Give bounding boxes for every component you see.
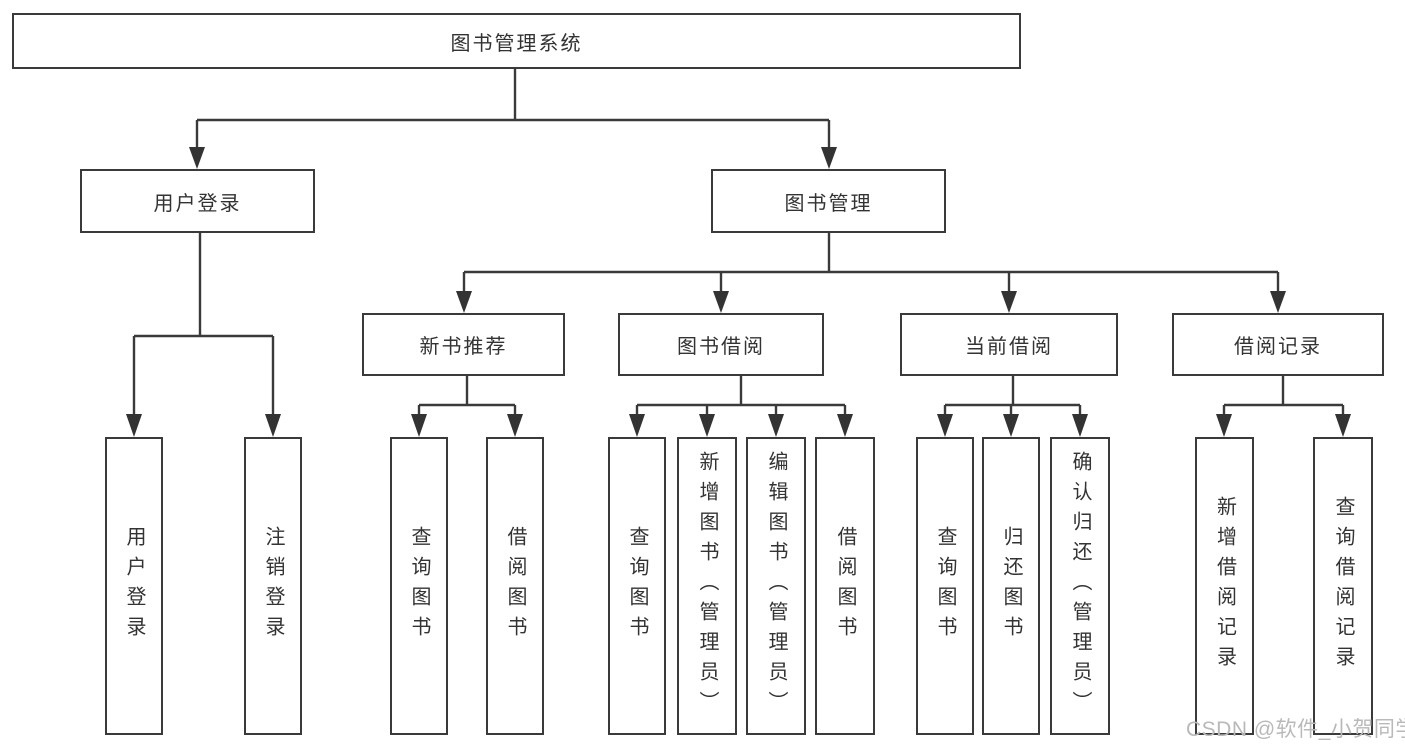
node-book-management-label: 图书管理 <box>784 192 873 215</box>
leaf-query-borrow-record-label: 查询借阅记录 <box>1332 496 1354 676</box>
leaf-query-books-recommend: 查询图书 <box>390 437 448 735</box>
leaf-borrow-books-borrow-label: 借阅图书 <box>834 526 856 646</box>
leaf-borrow-books-recommend: 借阅图书 <box>486 437 544 735</box>
leaf-add-book-admin: 新增图书（管理员） <box>677 437 737 735</box>
leaf-user-login: 用户登录 <box>105 437 163 735</box>
csdn-watermark: CSDN @软件_小贺同学 <box>1186 718 1405 741</box>
node-book-borrow-label: 图书借阅 <box>677 336 765 358</box>
node-root: 图书管理系统 <box>12 13 1021 69</box>
node-current-borrow: 当前借阅 <box>900 313 1118 376</box>
leaf-add-book-admin-label: 新增图书（管理员） <box>696 451 718 721</box>
node-book-management: 图书管理 <box>711 169 946 233</box>
node-current-borrow-label: 当前借阅 <box>965 336 1053 358</box>
leaf-user-login-label: 用户登录 <box>123 526 145 646</box>
node-borrow-records-label: 借阅记录 <box>1234 336 1322 358</box>
leaf-add-borrow-record: 新增借阅记录 <box>1195 437 1254 735</box>
leaf-add-borrow-record-label: 新增借阅记录 <box>1213 496 1236 676</box>
leaf-query-books-borrow-label: 查询图书 <box>626 526 648 646</box>
leaf-borrow-books-recommend-label: 借阅图书 <box>504 526 526 646</box>
node-user-login: 用户登录 <box>80 169 315 233</box>
leaf-return-books: 归还图书 <box>982 437 1040 735</box>
leaf-confirm-return-admin-label: 确认归还（管理员） <box>1069 451 1091 721</box>
leaf-borrow-books-borrow: 借阅图书 <box>815 437 875 735</box>
leaf-query-books-borrow: 查询图书 <box>608 437 666 735</box>
leaf-edit-book-admin: 编辑图书（管理员） <box>746 437 806 735</box>
leaf-return-books-label: 归还图书 <box>1000 526 1022 646</box>
node-user-login-label: 用户登录 <box>153 192 242 215</box>
node-new-book-recommend-label: 新书推荐 <box>419 336 508 358</box>
leaf-query-books-current: 查询图书 <box>916 437 974 735</box>
leaf-edit-book-admin-label: 编辑图书（管理员） <box>765 451 787 721</box>
leaf-query-books-recommend-label: 查询图书 <box>408 526 430 646</box>
leaf-confirm-return-admin: 确认归还（管理员） <box>1050 437 1110 735</box>
leaf-logout-login: 注销登录 <box>244 437 302 735</box>
arrowheads <box>126 147 1351 437</box>
leaf-logout-login-label: 注销登录 <box>262 526 284 646</box>
node-new-book-recommend: 新书推荐 <box>362 313 565 376</box>
node-root-label: 图书管理系统 <box>450 32 583 55</box>
node-book-borrow: 图书借阅 <box>618 313 824 376</box>
node-borrow-records: 借阅记录 <box>1172 313 1384 376</box>
leaf-query-borrow-record: 查询借阅记录 <box>1313 437 1373 735</box>
leaf-query-books-current-label: 查询图书 <box>934 526 956 646</box>
